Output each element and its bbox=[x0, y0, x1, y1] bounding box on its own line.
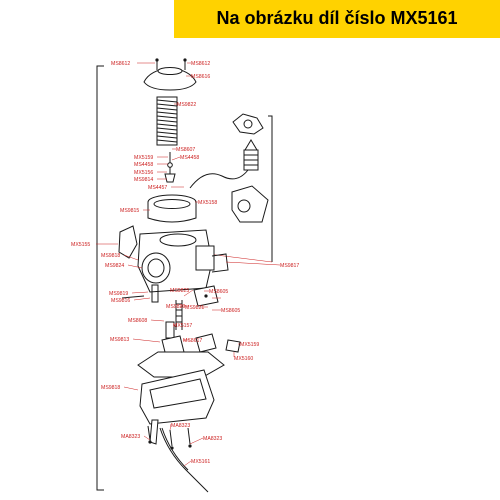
part-spring bbox=[156, 96, 178, 146]
part-float bbox=[195, 333, 217, 353]
part-carburetor-body bbox=[137, 229, 229, 293]
label-ms9814: MS9814 bbox=[134, 177, 153, 183]
label-mx5155: MX5155 bbox=[71, 242, 90, 248]
part-drain-fitting bbox=[225, 339, 241, 353]
label-ms9815: MS9815 bbox=[120, 208, 139, 214]
part-choke-valve bbox=[231, 185, 269, 223]
leader-lines bbox=[96, 62, 281, 467]
part-choke-plunger bbox=[232, 113, 264, 171]
title-banner: Na obrázku díl číslo MX5161 bbox=[174, 0, 500, 38]
label-ms9824: MS9824 bbox=[105, 263, 124, 269]
label-ms4458-b: MS4458 bbox=[134, 162, 153, 168]
part-top-cover bbox=[143, 67, 197, 91]
part-bracket-plate bbox=[193, 285, 219, 307]
part-drain-hose bbox=[159, 427, 209, 493]
label-ma8323-c: MA8323 bbox=[203, 436, 222, 442]
label-ma8323-b: MA8323 bbox=[121, 434, 140, 440]
label-ms9818-a: MS9818 bbox=[101, 253, 120, 259]
label-ma8323-a: MA8323 bbox=[171, 423, 190, 429]
label-mx5158: MX5158 bbox=[198, 200, 217, 206]
label-ms9817: MS9817 bbox=[280, 263, 299, 269]
part-float-bowl bbox=[139, 369, 215, 445]
part-throttle-lever bbox=[118, 225, 138, 259]
label-ms4457: MS4457 bbox=[148, 185, 167, 191]
label-ms8605-a: MS8605 bbox=[209, 289, 228, 295]
label-mx5157: MX5157 bbox=[173, 323, 192, 329]
label-mx5159-a: MX5159 bbox=[134, 155, 153, 161]
part-adjust-screws bbox=[121, 284, 183, 330]
label-ms4458-a: MS4458 bbox=[180, 155, 199, 161]
label-ms8612-b: MS8612 bbox=[191, 61, 210, 67]
label-ms9818-b: MS9818 bbox=[101, 385, 120, 391]
label-mx5159-b: MX5159 bbox=[240, 342, 259, 348]
label-ms9816: MS9816 bbox=[111, 298, 130, 304]
part-float-chamber-gasket bbox=[137, 351, 225, 378]
part-top-cap-screw bbox=[155, 58, 187, 70]
banner-title: Na obrázku díl číslo MX5161 bbox=[216, 8, 458, 28]
label-ms9819: MS9819 bbox=[109, 291, 128, 297]
label-mx5161: MX5161 bbox=[191, 459, 210, 465]
label-ms9821: MS9821 bbox=[185, 305, 204, 311]
label-ms8608: MS8608 bbox=[128, 318, 147, 324]
part-cable-holder bbox=[189, 169, 249, 189]
part-jet-needle bbox=[164, 152, 176, 183]
label-mx5156: MX5156 bbox=[134, 170, 153, 176]
label-ms8617: MS8617 bbox=[183, 338, 202, 344]
label-ms9813: MS9813 bbox=[110, 337, 129, 343]
label-ms8605-b: MS8605 bbox=[221, 308, 240, 314]
part-bowl-screws bbox=[147, 425, 192, 450]
label-ms9820: MS9820 bbox=[166, 304, 185, 310]
part-piston-valve bbox=[147, 194, 197, 223]
label-ms9822: MS9822 bbox=[177, 102, 196, 108]
part-labels: MS8612 MS8612 MS8616 MS9822 MS8607 MX515… bbox=[71, 61, 299, 465]
label-mx5160: MX5160 bbox=[234, 356, 253, 362]
label-ms8612-a: MS8612 bbox=[111, 61, 130, 67]
label-ms8607: MS8607 bbox=[176, 147, 195, 153]
label-ms9825: MS9825 bbox=[170, 288, 189, 294]
label-ms8616: MS8616 bbox=[191, 74, 210, 80]
